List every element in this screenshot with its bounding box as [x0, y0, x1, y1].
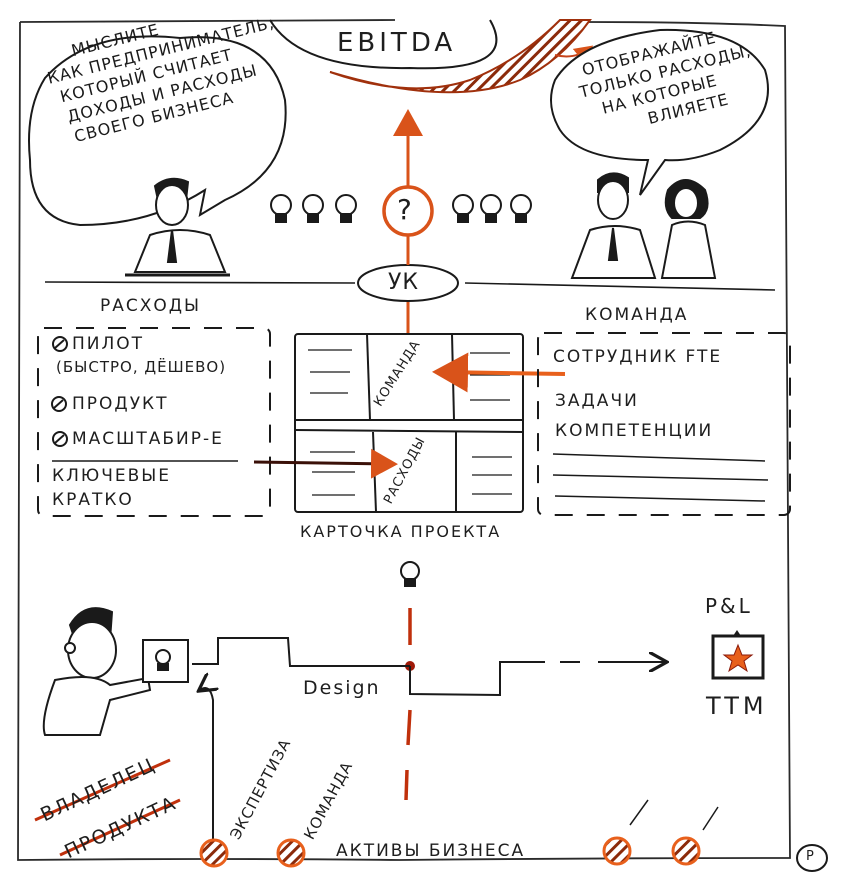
expenses-footer-key: КЛЮЧЕВЫЕ [52, 466, 172, 486]
team-line-tasks: ЗАДАЧИ [555, 391, 639, 411]
stripe-coin-icon [52, 336, 68, 352]
lightbulb-icon [400, 561, 420, 587]
left-speech-bubble [28, 35, 287, 227]
team-figures [570, 172, 717, 279]
project-card-title: КАРТОЧКА ПРОЕКТА [300, 522, 502, 541]
stripe-coin-icon [276, 838, 306, 868]
stripe-coin-icon [671, 836, 701, 866]
right-speech-bubble [550, 28, 769, 196]
stripe-coin-icon [51, 396, 67, 412]
project-card-grid [294, 333, 524, 513]
product-owner-figure [42, 607, 189, 736]
lightbulb-icon [155, 649, 171, 671]
lightbulb-icon [480, 194, 502, 223]
lightbulb-icon [302, 194, 324, 223]
escalation-arrow [382, 109, 434, 335]
question-mark: ? [397, 193, 413, 226]
stripe-coin-icon [199, 838, 229, 868]
star-icon [722, 643, 754, 673]
lightbulbs-row [270, 194, 532, 223]
team-line-fte: СОТРУДНИК FTE [553, 347, 723, 367]
page-frame [17, 19, 791, 861]
product-flow-line [192, 637, 665, 848]
asset-coins [199, 799, 719, 868]
lightbulb-icon [270, 194, 292, 223]
lightbulb-icon [452, 194, 474, 223]
uk-label: УК [388, 270, 420, 295]
pl-label: P&L [705, 594, 753, 618]
team-line-competencies: КОМПЕТЕНЦИИ [555, 421, 714, 441]
lightbulb-icon [335, 194, 357, 223]
expenses-title: РАСХОДЫ [100, 296, 202, 316]
corner-mark-label: Р [806, 849, 815, 864]
stripe-coin-icon [52, 431, 68, 447]
stripe-coin-icon [602, 836, 632, 866]
owner-underline [34, 758, 181, 857]
design-label: Design [303, 677, 381, 699]
ttm-label: TTM [706, 692, 768, 720]
expenses-icons [51, 336, 68, 447]
lightbulb-icon [510, 194, 532, 223]
expenses-to-card-arrow [253, 448, 398, 479]
expenses-box [37, 327, 271, 517]
expenses-item-pilot-note: (БЫСТРО, ДЁШЕВО) [56, 358, 227, 376]
manager-figure [125, 177, 230, 277]
expenses-item-scaling: МАСШТАБИР-Е [72, 429, 224, 449]
timeline-dashed-line [400, 561, 420, 801]
team-box [537, 332, 791, 516]
expenses-item-pilot: ПИЛОТ [72, 334, 145, 354]
expenses-footer-brief: КРАТКО [52, 490, 134, 510]
pl-tv-icon [711, 630, 765, 680]
team-to-card-arrow [432, 352, 566, 393]
team-title: КОМАНДА [585, 305, 689, 325]
assets-label: АКТИВЫ БИЗНЕСА [336, 841, 526, 861]
corner-mark [796, 844, 828, 872]
ebitda-label: EBITDA [337, 28, 457, 58]
expenses-item-product: ПРОДУКТ [72, 394, 169, 414]
